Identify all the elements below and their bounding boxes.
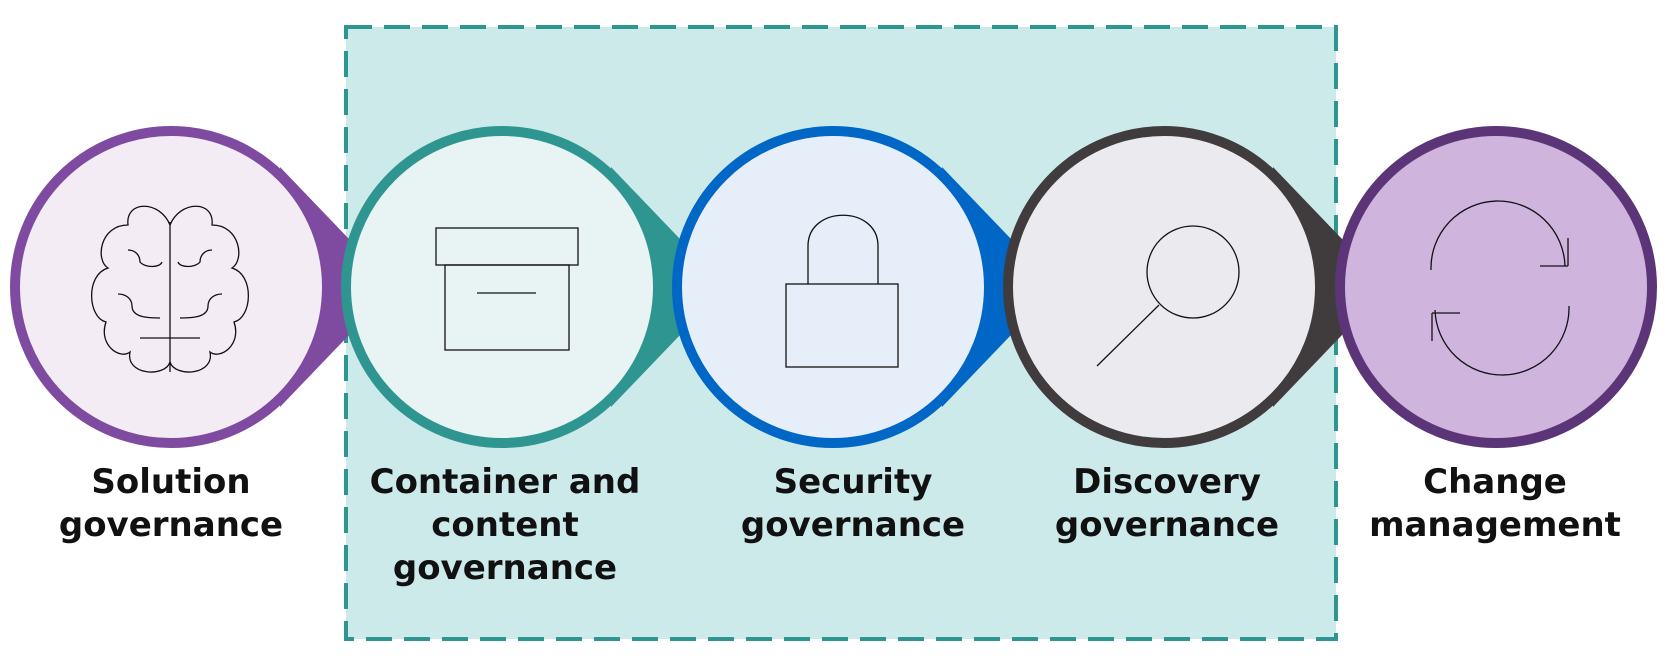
label-line: Change — [1423, 462, 1567, 502]
label-line: governance — [58, 505, 284, 545]
step-security-circle — [672, 126, 994, 448]
label-line: Container and — [369, 462, 641, 502]
brain-icon — [90, 205, 250, 373]
label-line: governance — [1054, 505, 1280, 545]
step-change — [1335, 126, 1657, 448]
label-line: Security — [773, 462, 933, 502]
label-line: Solution — [91, 462, 251, 502]
label-line: governance — [740, 505, 966, 545]
step-discovery-circle — [1003, 126, 1325, 448]
step-solution — [10, 126, 395, 448]
step-container — [341, 126, 726, 448]
step-security — [672, 126, 1057, 448]
step-discovery-label: Discovery governance — [1017, 461, 1317, 547]
padlock-icon — [785, 214, 899, 368]
step-solution-circle — [10, 126, 332, 448]
label-line: content — [431, 505, 579, 545]
step-discovery — [1003, 126, 1388, 448]
magnifier-icon — [1096, 225, 1240, 367]
label-line: management — [1369, 505, 1621, 545]
step-change-circle — [1335, 126, 1657, 448]
step-security-label: Security governance — [703, 461, 1003, 547]
archive-box-icon — [435, 227, 579, 351]
refresh-icon — [1430, 200, 1570, 376]
step-change-label: Change management — [1345, 461, 1645, 547]
label-line: Discovery — [1073, 462, 1261, 502]
step-container-circle — [341, 126, 663, 448]
step-solution-label: Solution governance — [21, 461, 321, 547]
step-container-label: Container and content governance — [355, 461, 655, 590]
label-line: governance — [392, 548, 618, 588]
